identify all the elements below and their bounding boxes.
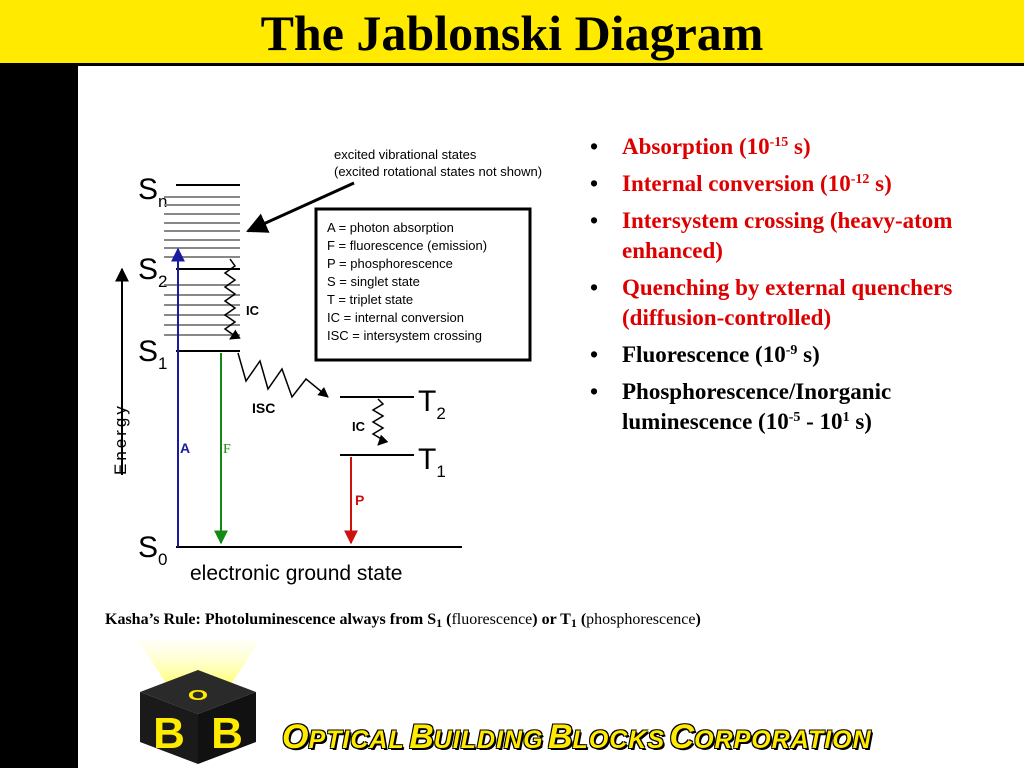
company-name: OPTICAL BUILDING BLOCKS CORPORATION (282, 718, 872, 756)
kasha-rule-caption: Kasha’s Rule: Photoluminescence always f… (105, 611, 701, 630)
state-label-t1: T1 (418, 443, 446, 481)
logo-light-beam (138, 640, 260, 686)
legend-item: IC = internal conversion (327, 310, 464, 325)
bullet-absorption: Absorption (10-15 s) (590, 132, 990, 162)
legend-item: ISC = intersystem crossing (327, 328, 482, 343)
company-logo: O B B (138, 640, 260, 764)
legend-item: S = singlet state (327, 274, 420, 289)
logo-letter-right: B (211, 709, 243, 758)
process-bullet-list: Absorption (10-15 s) Internal conversion… (590, 132, 990, 444)
phosphorescence-label: P (355, 492, 364, 508)
ic-lower-label: IC (352, 419, 366, 434)
ic-upper-label: IC (246, 303, 260, 318)
ic-upper-wave (223, 258, 241, 340)
ic-lower-wave (371, 398, 389, 446)
state-label-sn: Sn (138, 173, 167, 211)
vibrational-levels-s2 (164, 284, 240, 336)
jablonski-diagram: Energy Sn S2 S1 T2 T1 S0 electronic grou… (111, 147, 542, 585)
annotation-arrow (246, 181, 355, 233)
bullet-phosphorescence: Phosphorescence/Inorganic luminescence (… (590, 377, 990, 437)
logo-letter-left: B (153, 709, 185, 758)
legend-item: F = fluorescence (emission) (327, 238, 487, 253)
bullet-fluorescence: Fluorescence (10-9 s) (590, 340, 990, 370)
bullet-intersystem-crossing: Intersystem crossing (heavy-atom enhance… (590, 206, 990, 266)
bullet-quenching: Quenching by external quenchers (diffusi… (590, 273, 990, 333)
state-label-s0: S0 (138, 531, 167, 569)
state-label-t2: T2 (418, 385, 446, 423)
bullet-internal-conversion: Internal conversion (10-12 s) (590, 169, 990, 199)
state-label-s2: S2 (138, 253, 167, 291)
logo-cube-right (198, 692, 256, 764)
page-title: The Jablonski Diagram (260, 5, 764, 61)
legend-item: P = phosphorescence (327, 256, 453, 271)
legend-item: T = triplet state (327, 292, 413, 307)
annotation-line-2: (excited rotational states not shown) (334, 164, 542, 179)
legend-item: A = photon absorption (327, 220, 454, 235)
logo-cube-left (140, 692, 198, 764)
title-bar: The Jablonski Diagram (0, 0, 1024, 66)
logo-letter-top: O (188, 688, 208, 704)
energy-axis-label: Energy (111, 403, 130, 475)
isc-label: ISC (252, 400, 275, 416)
ground-state-label: electronic ground state (190, 562, 402, 585)
left-decor-bar (0, 66, 78, 768)
vibrational-levels-sn (164, 196, 240, 258)
fluorescence-label: F (223, 442, 231, 457)
state-label-s1: S1 (138, 335, 167, 373)
legend-box (314, 207, 532, 362)
annotation-line-1: excited vibrational states (334, 147, 477, 162)
absorption-label: A (180, 440, 190, 456)
isc-wave (237, 352, 329, 399)
